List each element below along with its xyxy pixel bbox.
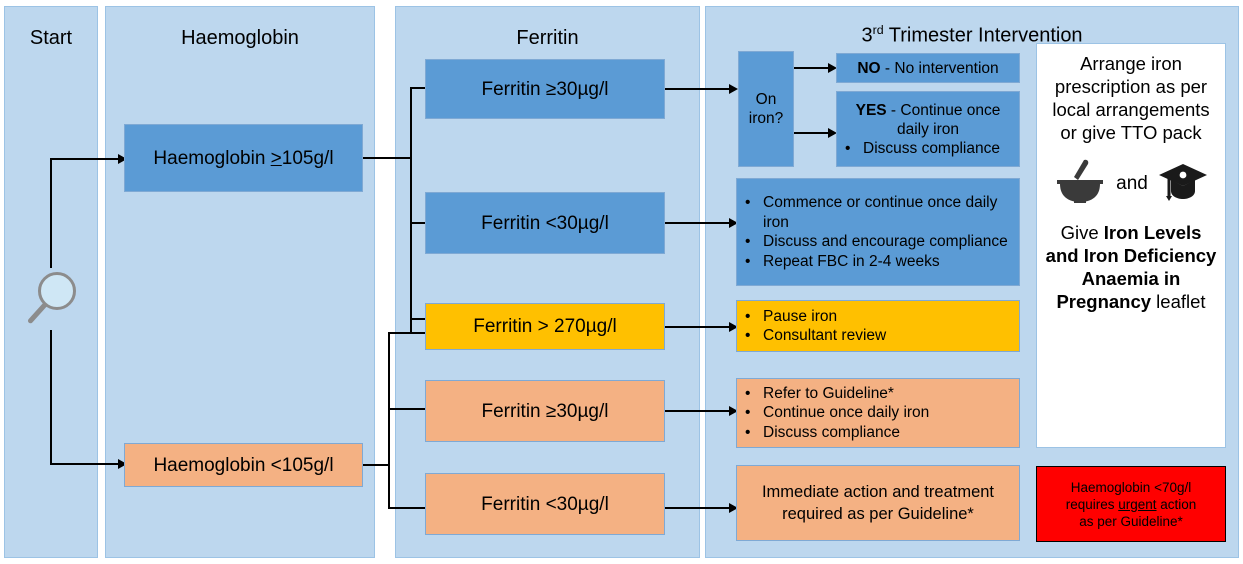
arrowhead-start-to-high: [118, 154, 127, 164]
panel-title-start-label: Start: [29, 27, 73, 49]
connector-hbhigh-trunk: [410, 87, 412, 334]
connector-start-to-low-horizontal: [50, 463, 120, 465]
prescription-and-label: and: [1116, 172, 1148, 194]
arrowhead-oniron-yes: [828, 128, 837, 138]
arrowhead-ferritin-high-normal-out: [729, 84, 738, 94]
node-pause-iron-bullets: Pause iron Consultant review: [737, 307, 1019, 346]
node-ferritin-overload-label: Ferritin > 270µg/l: [473, 316, 617, 337]
panel-title-haemoglobin-label: Haemoglobin: [181, 27, 299, 49]
arrowhead-start-to-low: [118, 459, 127, 469]
node-haemoglobin-low[interactable]: Haemoglobin <105g/l: [124, 443, 363, 487]
node-ferritin-low-normal[interactable]: Ferritin ≥30µg/l: [425, 380, 665, 442]
panel-title-ferritin-label: Ferritin: [516, 27, 579, 49]
node-commence-iron-bullets: Commence or continue once daily iron Dis…: [737, 193, 1019, 271]
arrowhead-oniron-no: [828, 63, 837, 73]
panel-iron-prescription: Arrange iron prescription as per local a…: [1036, 43, 1226, 448]
node-haemoglobin-high[interactable]: Haemoglobin >105g/l: [124, 124, 363, 192]
panel-title-ferritin: Ferritin: [395, 26, 700, 50]
list-item: Repeat FBC in 2-4 weeks: [737, 252, 1019, 272]
node-ferritin-high-normal-label: Ferritin ≥30µg/l: [481, 78, 609, 100]
connector-oniron-no-horizontal: [794, 67, 830, 69]
arrowhead-ferritin-low-normal-out: [729, 406, 738, 416]
graduation-cap-icon: [1158, 160, 1208, 207]
node-immediate-action[interactable]: Immediate action and treatment required …: [736, 465, 1020, 541]
node-immediate-action-label: Immediate action and treatment required …: [761, 483, 995, 523]
node-refer-guideline[interactable]: Refer to Guideline* Continue once daily …: [736, 378, 1020, 448]
panel-title-intervention-rest: Trimester Intervention: [883, 24, 1083, 47]
prescription-leaflet-instruction: Give Iron Levels and Iron Deficiency Ana…: [1045, 222, 1217, 312]
connector-oniron-yes-horizontal: [794, 132, 830, 134]
node-ferritin-low-low[interactable]: Ferritin <30µg/l: [425, 473, 665, 535]
list-item: Commence or continue once daily iron: [737, 193, 1019, 232]
connector-hblow-out: [363, 464, 390, 466]
node-urgent-warning: Haemoglobin <70g/l requires urgent actio…: [1036, 466, 1226, 542]
connector-start-to-high-vertical: [50, 158, 52, 268]
node-ferritin-low-normal-label: Ferritin ≥30µg/l: [481, 400, 609, 422]
list-item: Discuss compliance: [737, 423, 1019, 443]
list-item: Discuss compliance: [837, 139, 1019, 159]
node-on-iron-label: On iron?: [748, 91, 784, 127]
connector-ferritin-low-low-out: [665, 507, 731, 509]
magnifier-handle: [26, 301, 49, 325]
connector-ferritin-high-low-out: [665, 222, 731, 224]
node-yes-continue-iron-label: YES - Continue once daily iron: [855, 102, 1001, 139]
connector-start-to-low-vertical: [50, 330, 52, 464]
magnifying-glass-icon: [26, 272, 82, 332]
panel-title-haemoglobin: Haemoglobin: [105, 26, 375, 50]
panel-title-intervention: 3rd Trimester Intervention: [705, 18, 1239, 48]
connector-hblow-trunk: [388, 332, 390, 508]
node-commence-iron[interactable]: Commence or continue once daily iron Dis…: [736, 178, 1020, 286]
node-refer-guideline-bullets: Refer to Guideline* Continue once daily …: [737, 384, 1019, 443]
arrowhead-ferritin-overload-out: [729, 322, 738, 332]
node-on-iron[interactable]: On iron?: [738, 51, 794, 167]
connector-ferritin-overload-out: [665, 326, 731, 328]
node-ferritin-low-low-label: Ferritin <30µg/l: [481, 493, 609, 515]
node-ferritin-overload[interactable]: Ferritin > 270µg/l: [425, 303, 665, 350]
panel-title-intervention-prefix: 3: [861, 24, 873, 47]
arrowhead-ferritin-high-low-out: [729, 218, 738, 228]
node-haemoglobin-high-label: Haemoglobin >105g/l: [153, 147, 334, 169]
arrowhead-ferritin-low-low-out: [729, 503, 738, 513]
node-haemoglobin-low-label: Haemoglobin <105g/l: [153, 454, 334, 476]
prescription-icons: and: [1054, 158, 1208, 209]
list-item: Continue once daily iron: [737, 403, 1019, 423]
panel-title-intervention-ordinal: rd: [872, 23, 884, 37]
connector-start-to-high-horizontal: [50, 158, 120, 160]
list-item: Refer to Guideline*: [737, 384, 1019, 404]
node-yes-continue-iron[interactable]: YES - Continue once daily iron Discuss c…: [836, 91, 1020, 167]
panel-title-start: Start: [4, 26, 98, 50]
node-ferritin-high-low[interactable]: Ferritin <30µg/l: [425, 192, 665, 254]
connector-ferritin-low-normal-out: [665, 410, 731, 412]
prescription-instruction: Arrange iron prescription as per local a…: [1052, 53, 1210, 143]
list-item: Consultant review: [737, 326, 1019, 346]
connector-hbhigh-out: [363, 157, 412, 159]
node-pause-iron[interactable]: Pause iron Consultant review: [736, 300, 1020, 352]
node-no-intervention-label: NO - No intervention: [857, 59, 999, 77]
list-item: Pause iron: [737, 307, 1019, 327]
node-urgent-warning-label: Haemoglobin <70g/l requires urgent actio…: [1065, 479, 1197, 529]
node-ferritin-high-normal[interactable]: Ferritin ≥30µg/l: [425, 59, 665, 119]
connector-ferritin-high-normal-out: [665, 88, 731, 90]
list-item: Discuss and encourage compliance: [737, 232, 1019, 252]
node-no-intervention[interactable]: NO - No intervention: [836, 53, 1020, 83]
mortar-and-pestle-icon: [1054, 158, 1106, 209]
node-yes-continue-iron-bullets: Discuss compliance: [837, 139, 1019, 159]
node-ferritin-high-low-label: Ferritin <30µg/l: [481, 212, 609, 234]
